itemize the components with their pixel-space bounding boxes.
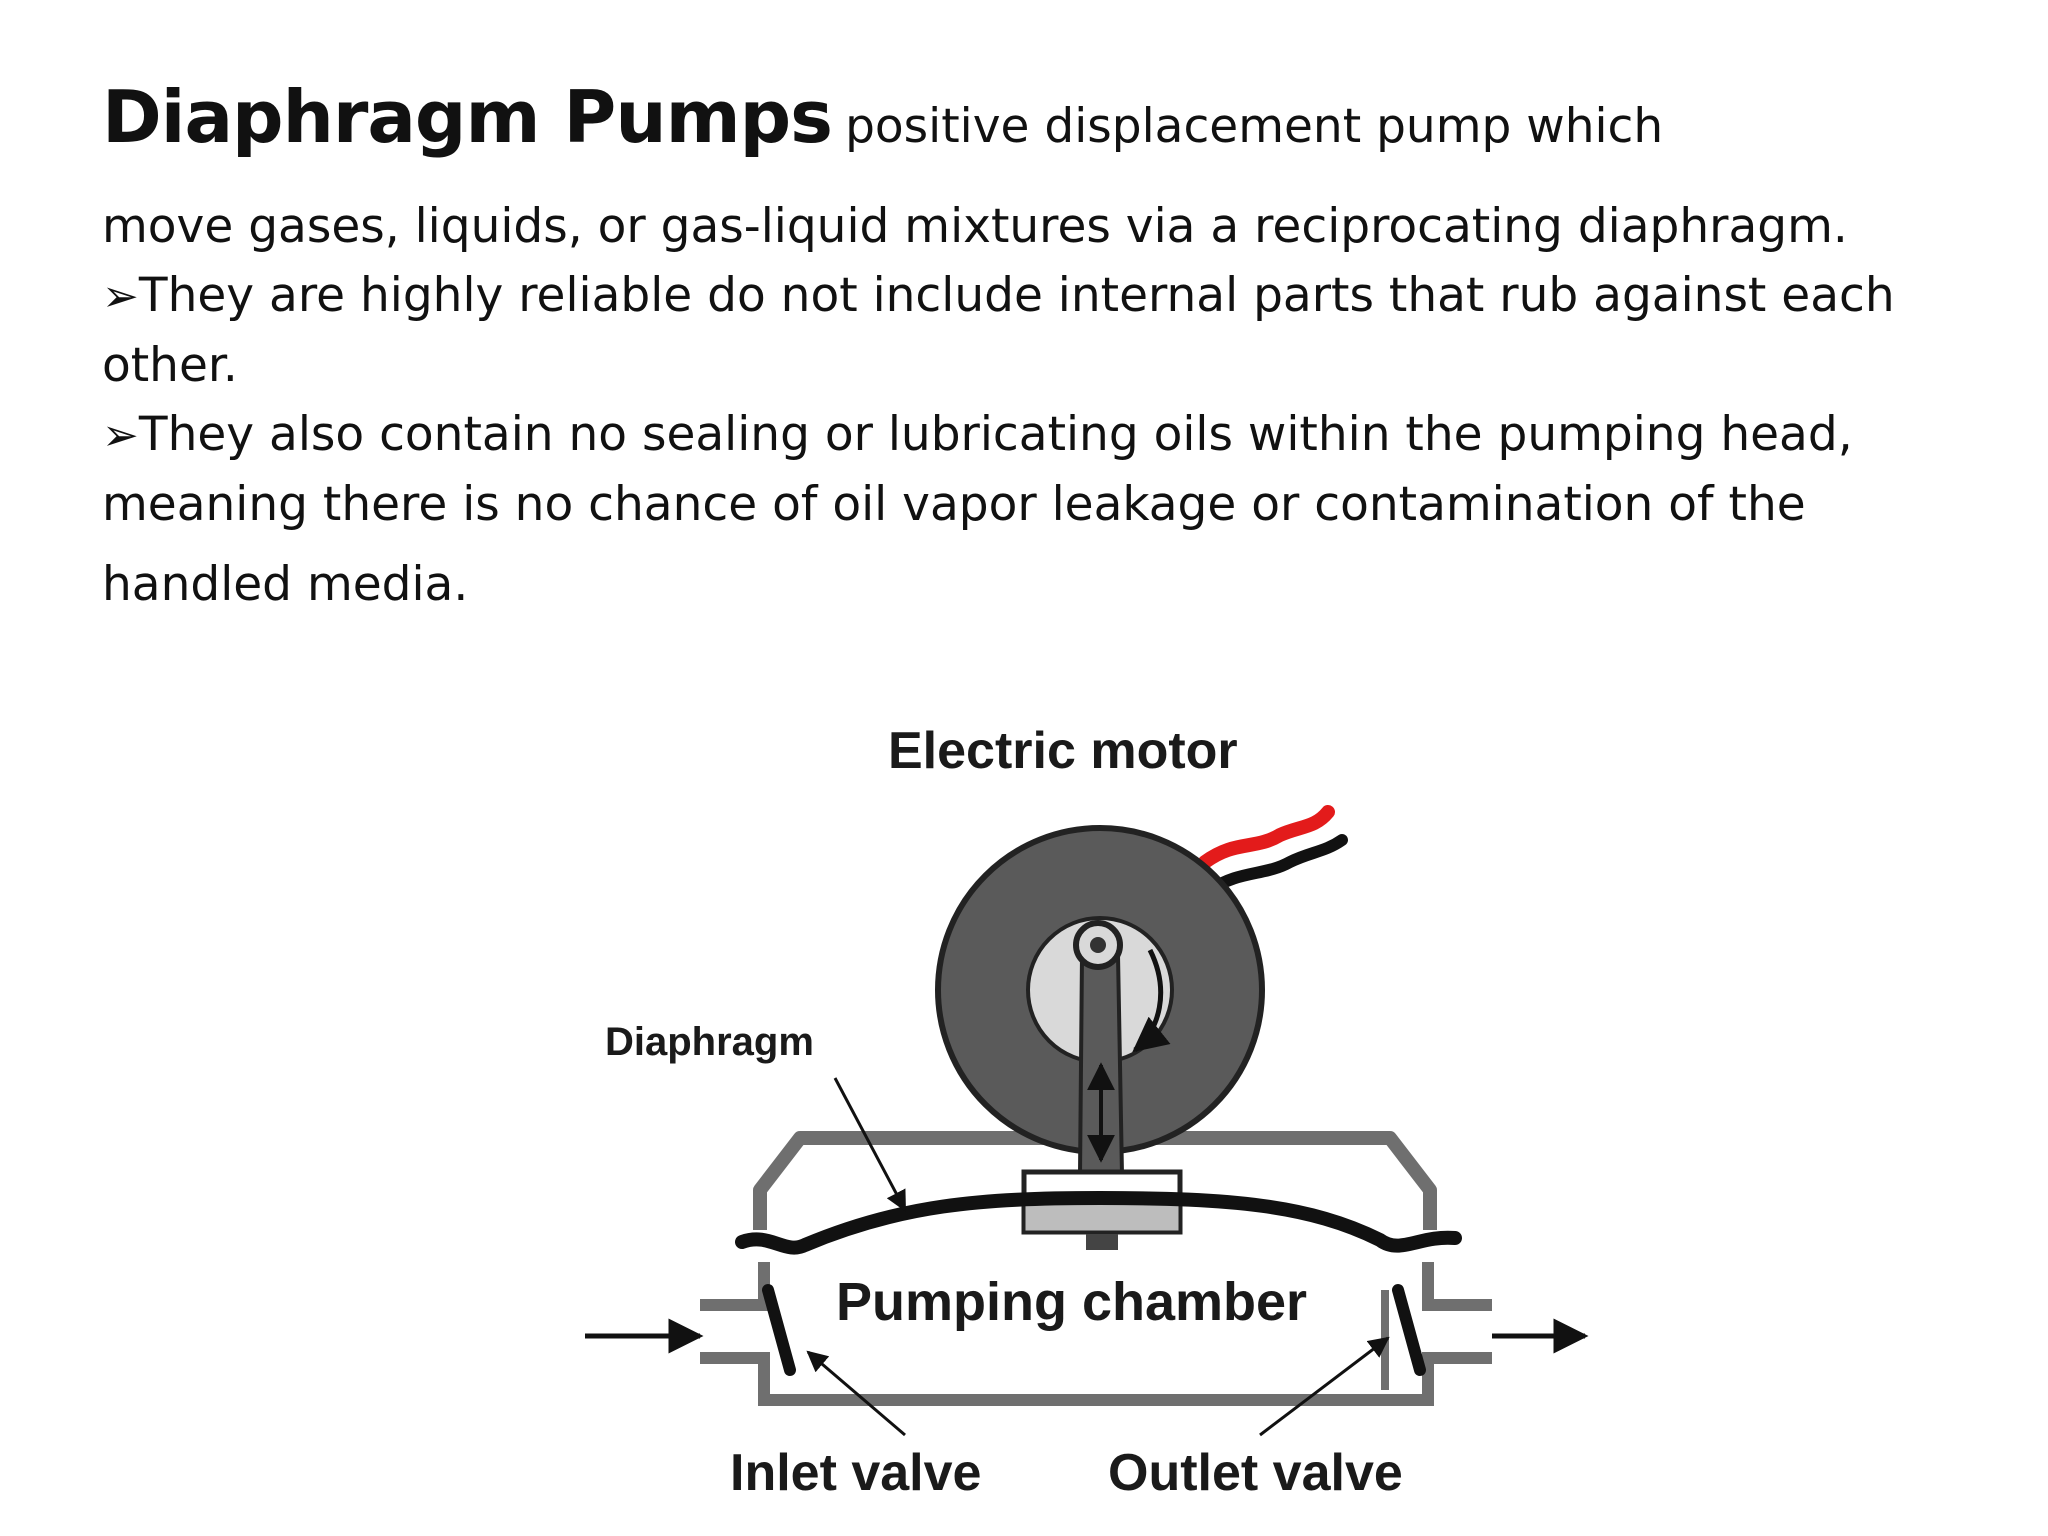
body-line: other. xyxy=(102,338,238,393)
diaphragm-label: Diaphragm xyxy=(605,1020,814,1064)
clamp-bolt xyxy=(1086,1234,1118,1250)
black-wire xyxy=(1204,834,1348,896)
bullet-text: They also contain no sealing or lubricat… xyxy=(138,407,1853,462)
slide-title: Diaphragm Pumps xyxy=(102,75,833,159)
diaphragm-leader xyxy=(833,1077,907,1212)
inlet-valve-label: Inlet valve xyxy=(730,1444,981,1502)
title-line: Diaphragm Pumps positive displacement pu… xyxy=(102,62,1962,192)
chamber-upper-left xyxy=(700,1262,770,1311)
chamber-lower-left xyxy=(700,1352,1492,1406)
outlet-leader xyxy=(1259,1336,1390,1437)
bullet-text: They are highly reliable do not include … xyxy=(138,268,1895,323)
diaphragm xyxy=(735,1190,1462,1255)
inlet-valve xyxy=(762,1284,796,1376)
bullet-line: ➢They are highly reliable do not include… xyxy=(102,261,1962,331)
slide-subtitle: positive displacement pump which xyxy=(845,99,1664,154)
chamber-label: Pumping chamber xyxy=(836,1272,1307,1332)
bullet-arrow-icon: ➢ xyxy=(102,410,139,461)
body-line: meaning there is no chance of oil vapor … xyxy=(102,477,1806,532)
slide-text: Diaphragm Pumps positive displacement pu… xyxy=(102,62,1962,627)
outlet-valve-label: Outlet valve xyxy=(1108,1444,1403,1502)
red-wire xyxy=(1198,805,1335,869)
rotation-arrow-icon xyxy=(1132,948,1171,1053)
body-line: handled media. xyxy=(102,557,469,612)
chamber-upper-right xyxy=(1422,1262,1492,1311)
motor-label: Electric motor xyxy=(888,722,1238,780)
inlet-leader xyxy=(806,1350,906,1437)
bullet-line: ➢They also contain no sealing or lubrica… xyxy=(102,400,1962,470)
crank-pin-center xyxy=(1090,937,1106,953)
bullet-arrow-icon: ➢ xyxy=(102,271,139,322)
outlet-valve xyxy=(1392,1284,1426,1376)
body-line: move gases, liquids, or gas-liquid mixtu… xyxy=(102,199,1848,254)
